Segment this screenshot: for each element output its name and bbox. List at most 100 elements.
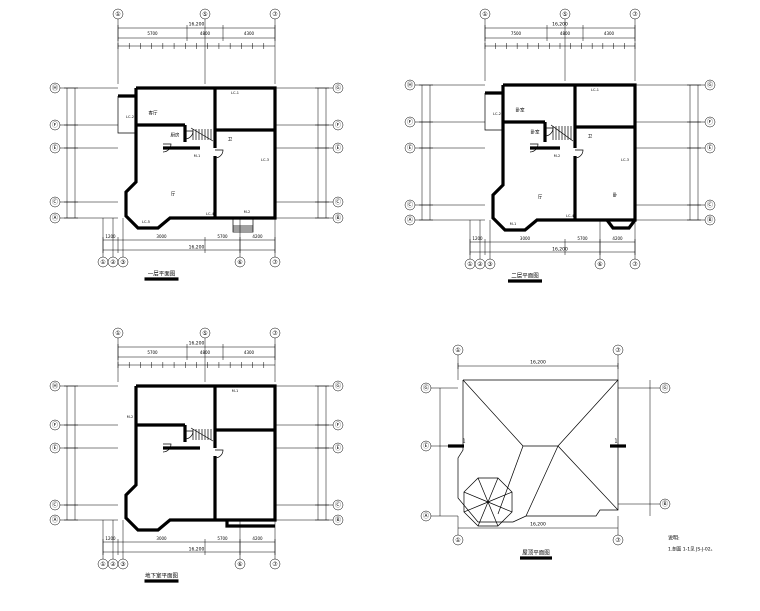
axis-label: Ⓒ	[407, 201, 413, 209]
axis-label: ②	[110, 561, 116, 568]
right-axis-bubble: Ⓔ	[332, 142, 344, 154]
door-swing	[214, 149, 224, 159]
door-swing	[574, 149, 584, 159]
axis-label: Ⓑ	[662, 500, 668, 508]
axis-label: Ⓗ	[407, 81, 413, 89]
bottom-axis-bubble: ⑥	[234, 256, 246, 268]
right-axis-bubble: Ⓒ	[332, 196, 344, 208]
window-label: M-1	[232, 389, 239, 393]
top-total-dim: 16,200	[552, 22, 568, 28]
left-axis-bubble: Ⓐ	[49, 514, 61, 526]
bottom-dim: 5700	[577, 236, 588, 241]
turret-rib	[477, 501, 489, 527]
top-axis-bubble: ⑦	[612, 344, 624, 356]
top-axis-bubble: ①	[112, 8, 124, 20]
turret-rib	[463, 501, 489, 513]
axis-label: Ⓔ	[52, 144, 58, 152]
axis-label: Ⓕ	[407, 118, 413, 126]
hip-line	[462, 379, 619, 447]
bottom-axis-bubble: ⑦	[269, 256, 281, 268]
right-axis-bubble: Ⓖ	[332, 380, 344, 392]
axis-label: ③	[120, 561, 125, 568]
right-axis-bubble: Ⓔ	[332, 442, 344, 454]
axis-label: ③	[120, 259, 125, 266]
axis-label: Ⓔ	[707, 144, 713, 152]
axis-label: Ⓕ	[335, 421, 341, 429]
axis-label: Ⓗ	[52, 382, 58, 390]
axis-label: Ⓔ	[335, 144, 341, 152]
top-dim: 5700	[147, 350, 158, 355]
room-label: 厅	[171, 192, 176, 198]
axis-label: ⑥	[237, 259, 242, 266]
bottom-dim: 4200	[612, 236, 623, 241]
right-axis-bubble: Ⓑ	[332, 514, 344, 526]
top-dim: 4800	[200, 31, 211, 36]
room-label: 卫	[228, 137, 233, 143]
stair-arrow	[190, 427, 214, 442]
top-dim: 4300	[604, 31, 615, 36]
left-axis-bubble: Ⓐ	[49, 212, 61, 224]
window-label: M-1	[510, 222, 517, 226]
window-label: LC-2	[126, 115, 134, 119]
right-axis-bubble: Ⓖ	[332, 82, 344, 94]
axis-label: Ⓗ	[52, 84, 58, 92]
turret-rib	[487, 501, 513, 513]
bottom-total-dim: 16,200	[530, 522, 546, 528]
window-label: LC-1	[591, 88, 599, 92]
roof-outline	[457, 379, 619, 523]
top-axis-bubble: ⑤	[559, 8, 571, 20]
left-axis-bubble: Ⓗ	[404, 79, 416, 91]
room-label: 卧室	[516, 107, 525, 114]
bottom-dim: 3000	[156, 234, 167, 239]
top-total-dim: 16,200	[189, 341, 205, 347]
window-label: LC-5	[142, 220, 150, 224]
right-axis-bubble: Ⓖ	[704, 79, 716, 91]
axis-label: Ⓖ	[335, 84, 341, 92]
right-axis-bubble: Ⓒ	[704, 199, 716, 211]
room-label: 客厅	[149, 110, 158, 117]
bottom-axis-bubble: ②	[107, 256, 119, 268]
turret-rib	[487, 477, 499, 503]
left-axis-bubble: Ⓖ	[420, 382, 432, 394]
stair-arrow	[190, 127, 214, 142]
axis-label: Ⓖ	[707, 81, 713, 89]
bottom-axis-bubble: ③	[117, 558, 129, 570]
bottom-axis-bubble: ①	[97, 558, 109, 570]
bottom-dim: 4200	[252, 234, 263, 239]
axis-label: Ⓑ	[335, 516, 341, 524]
sheet-title: 屋顶平面图	[522, 549, 550, 557]
axis-label: ⑦	[632, 11, 638, 18]
front-porch	[232, 218, 254, 233]
right-axis-bubble: Ⓑ	[332, 212, 344, 224]
axis-label: Ⓔ	[407, 144, 413, 152]
bottom-dim: 4200	[252, 536, 263, 541]
turret-rib	[463, 491, 489, 503]
sheet-title: 地下室平面图	[145, 572, 179, 580]
door-swing	[529, 143, 539, 153]
bottom-axis-bubble: ⑦	[269, 558, 281, 570]
door-swing	[184, 430, 194, 440]
axis-label: ⑦	[272, 561, 278, 568]
bottom-axis-bubble: ①	[452, 534, 464, 546]
door-swing	[184, 130, 194, 140]
axis-label: ⑤	[562, 11, 567, 18]
axis-label: ⑥	[597, 261, 602, 268]
turret-rib	[487, 491, 513, 503]
axis-label: ①	[115, 330, 120, 337]
bottom-axis-bubble: ⑥	[594, 258, 606, 270]
door-swing	[214, 449, 224, 459]
right-axis-bubble: Ⓑ	[704, 214, 716, 226]
top-dim: 4300	[244, 31, 255, 36]
room-label: 厅	[538, 195, 543, 201]
top-total-dim: 16,200	[530, 360, 546, 366]
bottom-dim: 5700	[217, 234, 228, 239]
bottom-total-dim: 16,200	[189, 245, 205, 251]
axis-label: ⑦	[615, 347, 621, 354]
room-label: 卧室	[531, 129, 540, 136]
bottom-axis-bubble: ③	[484, 258, 496, 270]
hip-line	[497, 445, 524, 515]
bottom-dim: 1200	[105, 536, 116, 541]
axis-label: Ⓕ	[52, 421, 58, 429]
